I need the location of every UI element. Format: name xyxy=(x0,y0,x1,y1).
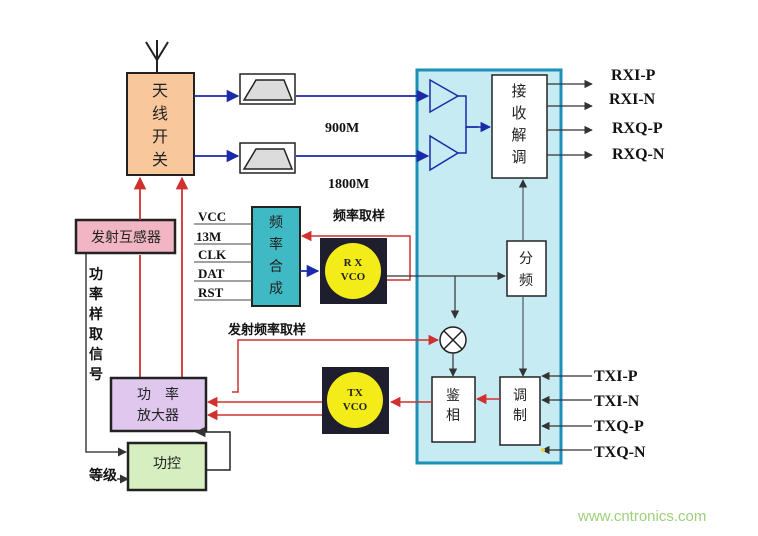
power-sample-char: 取 xyxy=(89,327,104,343)
lna-1800-icon xyxy=(429,134,460,172)
coupler-block xyxy=(74,218,177,255)
rxvco-output-lines xyxy=(387,271,506,319)
demodulator-block xyxy=(491,74,548,179)
power-sample-char: 功 xyxy=(89,267,103,283)
synth-input-label: DAT xyxy=(198,266,225,281)
freq-sample-line xyxy=(300,230,411,281)
tx-vco-label: VCO xyxy=(343,401,368,413)
power-amplifier-block xyxy=(109,376,208,433)
antenna-switch-char: 关 xyxy=(152,150,168,169)
txq-n-dot xyxy=(541,448,545,452)
power-sample-line xyxy=(85,253,127,457)
synthesizer-char: 率 xyxy=(269,236,283,253)
rx-output-label: RXQ-N xyxy=(612,146,665,163)
coupler-label: 发射互感器 xyxy=(91,229,161,246)
demodulator-char: 解 xyxy=(511,126,526,144)
rx-output-label: RXI-P xyxy=(611,67,656,84)
mixer-icon xyxy=(439,326,467,354)
antenna-switch-char: 开 xyxy=(152,127,168,146)
synth-input-label: 13M xyxy=(196,229,221,244)
lna-900-icon xyxy=(429,78,460,114)
antenna-switch-char: 线 xyxy=(152,104,168,123)
tx-input-label: TXQ-P xyxy=(594,418,644,435)
modulator-block xyxy=(499,376,541,446)
rx-output-label: RXQ-P xyxy=(612,120,663,137)
synthesizer-char: 频 xyxy=(269,215,283,231)
band-900-label: 900M xyxy=(325,121,359,136)
power-sample-char: 样 xyxy=(89,306,103,323)
phase-detector-char: 鉴 xyxy=(446,388,460,404)
filter-900-icon xyxy=(239,73,296,105)
antenna-icon xyxy=(145,40,169,73)
power-control-feedback-line xyxy=(194,426,231,471)
demodulator-char: 接 xyxy=(511,82,526,100)
band-1800-label: 1800M xyxy=(328,177,369,192)
tx-feed-lines xyxy=(133,176,189,378)
synth-input-label: RST xyxy=(198,285,224,300)
tx-input-label: TXI-P xyxy=(594,368,638,385)
divider-char: 分 xyxy=(519,251,533,267)
phase-detector-block xyxy=(431,376,476,443)
synthesizer-block xyxy=(251,206,301,307)
modulator-char: 制 xyxy=(513,408,527,424)
filter-1800-icon xyxy=(239,142,296,174)
power-sample-char: 率 xyxy=(89,286,103,303)
tx-freq-sample-line xyxy=(232,334,440,393)
phase-detector-char: 相 xyxy=(446,408,460,424)
tx-input-lines xyxy=(541,371,592,455)
tx-vco-label: TX xyxy=(347,387,362,399)
demodulator-char: 收 xyxy=(511,104,526,122)
rx-signal-lines xyxy=(194,89,430,163)
pa-label: 功 率 xyxy=(137,386,179,403)
divider-block xyxy=(506,240,547,297)
lna-combine-lines xyxy=(458,95,492,154)
synth-input-lines xyxy=(194,223,252,301)
demodulator-char: 调 xyxy=(511,148,526,166)
rx-vco-label: R X xyxy=(344,257,363,269)
tx-vco-circle xyxy=(327,372,383,428)
modulator-char: 调 xyxy=(513,388,527,404)
synth-input-label: VCC xyxy=(198,209,226,224)
antenna-switch-block xyxy=(126,72,195,176)
watermark-text: www.cntronics.com xyxy=(577,508,706,525)
tx-input-label: TXQ-N xyxy=(594,444,646,461)
synthesizer-char: 合 xyxy=(269,259,283,275)
power-control-block xyxy=(126,441,208,492)
tx-freq-sample-label: 发射频率取样 xyxy=(227,322,306,338)
power-sample-char: 信 xyxy=(89,346,103,363)
tx-input-label: TXI-N xyxy=(594,393,640,410)
divider-char: 频 xyxy=(519,273,533,289)
synth-input-label: CLK xyxy=(198,247,227,262)
level-label: 等级 xyxy=(89,467,118,484)
synthesizer-char: 成 xyxy=(269,281,283,297)
rx-vco-circle xyxy=(325,243,381,299)
antenna-switch-char: 天 xyxy=(152,81,168,100)
rx-output-label: RXI-N xyxy=(609,91,656,108)
rx-vco-label: VCO xyxy=(341,271,366,283)
freq-sample-label: 频率取样 xyxy=(333,208,385,224)
pa-label: 放大器 xyxy=(137,408,179,424)
rx-output-lines xyxy=(547,79,593,160)
power-sample-char: 号 xyxy=(89,367,103,383)
power-control-label: 功控 xyxy=(153,456,181,472)
